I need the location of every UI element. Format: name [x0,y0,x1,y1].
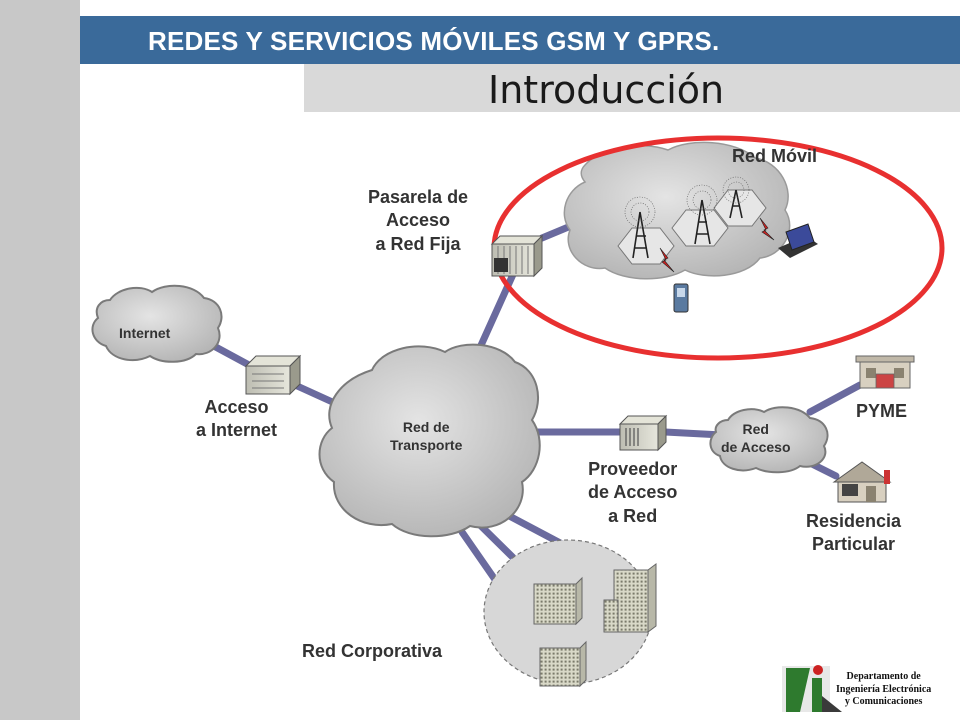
provider-server-icon [618,414,668,452]
access-network-cloud [709,406,829,474]
slide-subtitle: Introducción [488,68,725,112]
corporate-building-icon [533,576,583,626]
corporate-network-label: Red Corporativa [302,641,443,661]
pyme-building-icon [855,355,915,389]
mobile-network-label: Red Móvil [732,146,818,166]
link-access-pyme [806,381,864,416]
laptop-icon [778,223,818,258]
gateway-label: Pasarela de Acceso a Red Fija [368,187,469,254]
pyme-label: PYME [856,401,908,421]
cell-hex-2 [671,209,729,247]
radio-link-icon [659,217,775,273]
internet-access-server-icon [244,354,302,396]
antenna-tower-icon [624,196,656,259]
slide-title: REDES Y SERVICIOS MÓVILES GSM Y GPRS. [148,26,720,56]
transport-network-label: Red de Transporte [390,419,463,454]
antenna-tower-icon [722,176,750,219]
corporate-building-icon [539,640,587,688]
mobile-phone-icon [673,283,689,313]
residence-house-icon [832,461,892,503]
provider-label: Proveedor de Acceso a Red [588,459,678,526]
access-network-label: Red de Acceso [721,421,791,456]
department-logo [782,665,842,712]
corporate-building-icon [603,563,657,633]
antenna-tower-icon [686,184,718,245]
mobile-cloud [563,141,818,313]
header-bar [80,16,960,64]
link-transport-gateway [474,266,519,356]
transport-cloud [318,343,541,538]
gateway-rack-icon [490,234,544,278]
department-name: Departamento de Ingeniería Electrónica y… [836,671,932,707]
internet-cloud [91,284,223,363]
internet-label: Internet [119,325,171,341]
internet-access-label: Acceso a Internet [196,397,278,441]
residence-label: Residencia Particular [806,511,902,555]
left-sidebar-strip [0,0,80,720]
subtitle-bar [304,64,960,112]
